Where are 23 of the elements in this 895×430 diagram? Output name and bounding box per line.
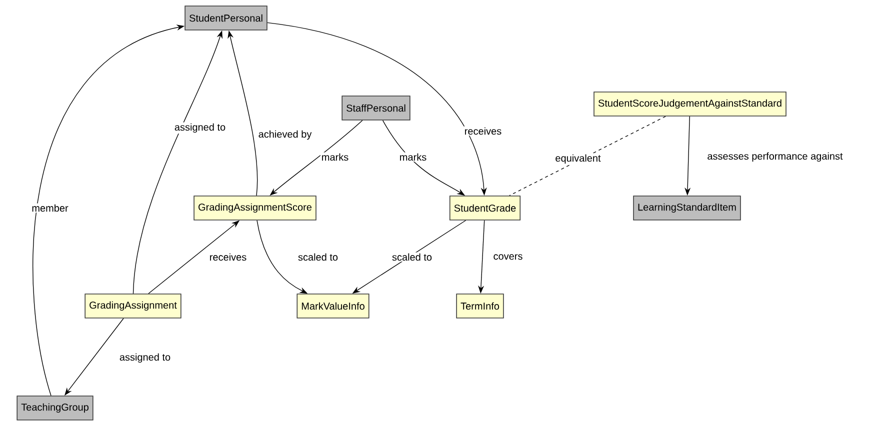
class-box: GradingAssignment [84, 294, 182, 318]
class-box: TeachingGroup [16, 396, 94, 420]
edge-label: scaled to [297, 252, 340, 262]
edge-label: marks [398, 152, 428, 162]
class-box: TermInfo [456, 294, 504, 318]
edge-label: receives [463, 126, 503, 136]
edge-label: achieved by [257, 129, 313, 141]
class-box: StaffPersonal [342, 96, 410, 120]
class-box: StudentGrade [449, 196, 521, 220]
class-box: StudentScoreJudgementAgainstStandard [594, 92, 786, 116]
class-box: LearningStandardItem [633, 196, 741, 220]
class-box: MarkValueInfo [296, 294, 370, 318]
edge-label: member [30, 203, 70, 213]
edge-label: receives [208, 252, 248, 262]
edge-label: marks [320, 152, 350, 162]
edge-label: assesses performance against [706, 151, 844, 163]
edge-label: scaled to [391, 252, 434, 262]
edge-label: assigned to [118, 352, 172, 364]
edge-label: equivalent [554, 153, 602, 165]
edge-label: assigned to [173, 122, 227, 134]
class-box: GradingAssignmentScore [194, 196, 316, 220]
edge-label: covers [492, 253, 524, 261]
class-box: StudentPersonal [184, 6, 268, 30]
